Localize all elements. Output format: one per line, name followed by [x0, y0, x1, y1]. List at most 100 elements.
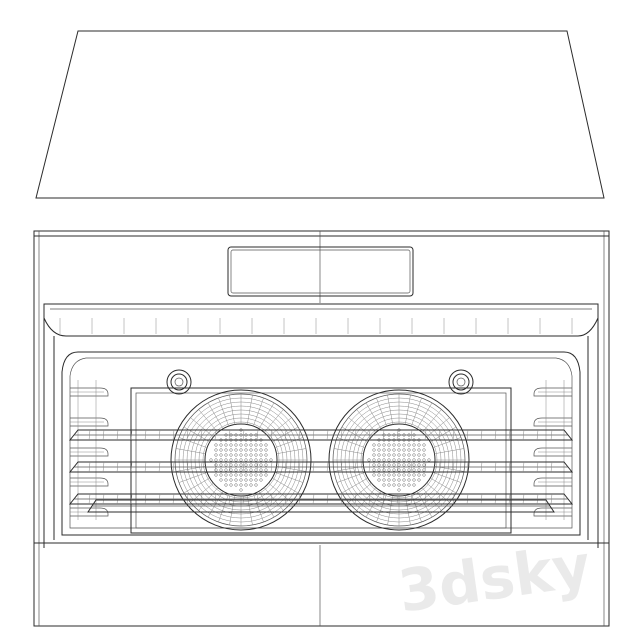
fan-perforation — [224, 468, 228, 472]
fan-1 — [170, 389, 312, 531]
fan-spoke — [365, 402, 382, 429]
fan-perforation — [367, 458, 371, 462]
fan-perforation — [224, 453, 228, 457]
fan-spoke — [183, 477, 210, 494]
fan-perforation — [244, 453, 248, 457]
left-lamp-lens — [170, 373, 188, 391]
fan-perforation — [249, 463, 253, 467]
fan-perforation — [259, 463, 263, 467]
fan-perforation — [407, 478, 411, 482]
fan-spoke — [426, 417, 450, 438]
rack-wire — [382, 429, 385, 441]
rack-wire — [368, 461, 371, 473]
fan-perforation — [382, 443, 386, 447]
rack-wire — [88, 493, 91, 505]
rack-wire — [186, 493, 189, 505]
fan-perforation — [214, 448, 218, 452]
door-top-seal — [43, 303, 599, 337]
fan-perforation — [264, 468, 268, 472]
fan-perforation — [249, 468, 253, 472]
left-rail — [70, 477, 109, 487]
fan-perforation — [209, 458, 213, 462]
rack-wire — [102, 493, 105, 505]
fan-spoke — [268, 417, 292, 438]
rack-wire — [130, 461, 133, 473]
fan-perforation — [387, 483, 391, 487]
fan-perforation — [254, 453, 258, 457]
fan-perforation — [249, 473, 253, 477]
fan-perforation — [392, 463, 396, 467]
rack-wire — [494, 429, 497, 441]
fan-perforation — [234, 468, 238, 472]
fan-perforation — [382, 478, 386, 482]
fan-perforation — [377, 443, 381, 447]
fan-perforation — [422, 463, 426, 467]
fan-perforation — [412, 443, 416, 447]
rack-wire — [172, 429, 175, 441]
fan-spoke — [178, 437, 208, 448]
fan-perforation — [259, 443, 263, 447]
fan-spoke — [253, 493, 264, 523]
fan-perforation — [229, 478, 233, 482]
rack-wire — [130, 493, 133, 505]
fan-perforation — [407, 443, 411, 447]
rack-3 — [68, 493, 574, 505]
rack-wire — [186, 461, 189, 473]
fan-perforation — [397, 478, 401, 482]
fan-spoke — [416, 402, 433, 429]
fan-perforation — [229, 483, 233, 487]
fan-perforation — [269, 458, 273, 462]
fan-spoke — [263, 409, 284, 433]
rack-wire — [270, 493, 273, 505]
rack-wire — [130, 429, 133, 441]
fan-perforation — [264, 473, 268, 477]
fan-perforation — [377, 473, 381, 477]
fan-perforation — [244, 483, 248, 487]
fan-perforation — [214, 453, 218, 457]
rack-wire — [228, 429, 231, 441]
fan-perforation — [392, 483, 396, 487]
right-rail — [533, 507, 572, 517]
fan-perforation — [397, 443, 401, 447]
fan-spoke — [341, 477, 368, 494]
fan-perforation — [229, 458, 233, 462]
fan-perforation — [387, 463, 391, 467]
fan-perforation — [239, 458, 243, 462]
rack-wire — [116, 429, 119, 441]
fan-perforation — [402, 478, 406, 482]
fan-perforation — [387, 458, 391, 462]
fan-perforation — [219, 473, 223, 477]
rack-2 — [68, 461, 574, 473]
fan-perforation — [417, 443, 421, 447]
fan-perforation — [407, 453, 411, 457]
fan-perforation — [234, 473, 238, 477]
rack-wire — [242, 429, 245, 441]
fan-perforation — [407, 463, 411, 467]
control-display — [227, 246, 414, 297]
fan-perforation — [372, 448, 376, 452]
rack-wire — [214, 493, 217, 505]
fan-perforation — [229, 443, 233, 447]
rack-wire — [298, 461, 301, 473]
fan-perforation — [254, 458, 258, 462]
fan-perforation — [372, 468, 376, 472]
fan-spoke — [434, 448, 465, 454]
fan-perforation — [244, 458, 248, 462]
fan-perforation — [219, 443, 223, 447]
fan-perforation — [417, 473, 421, 477]
fan-perforation — [382, 473, 386, 477]
fan-perforation — [407, 473, 411, 477]
oven-racks — [68, 429, 574, 513]
fan-perforation — [254, 478, 258, 482]
fan-perforation — [254, 443, 258, 447]
fan-perforation — [249, 478, 253, 482]
rack-wire — [186, 429, 189, 441]
fan-perforation — [244, 473, 248, 477]
fan-perforation — [372, 463, 376, 467]
fan-perforation — [234, 478, 238, 482]
rack-wire — [102, 461, 105, 473]
fan-spoke — [376, 397, 387, 427]
fan-spoke — [175, 448, 206, 454]
fan-perforation — [254, 448, 258, 452]
right-lamp — [448, 369, 474, 395]
